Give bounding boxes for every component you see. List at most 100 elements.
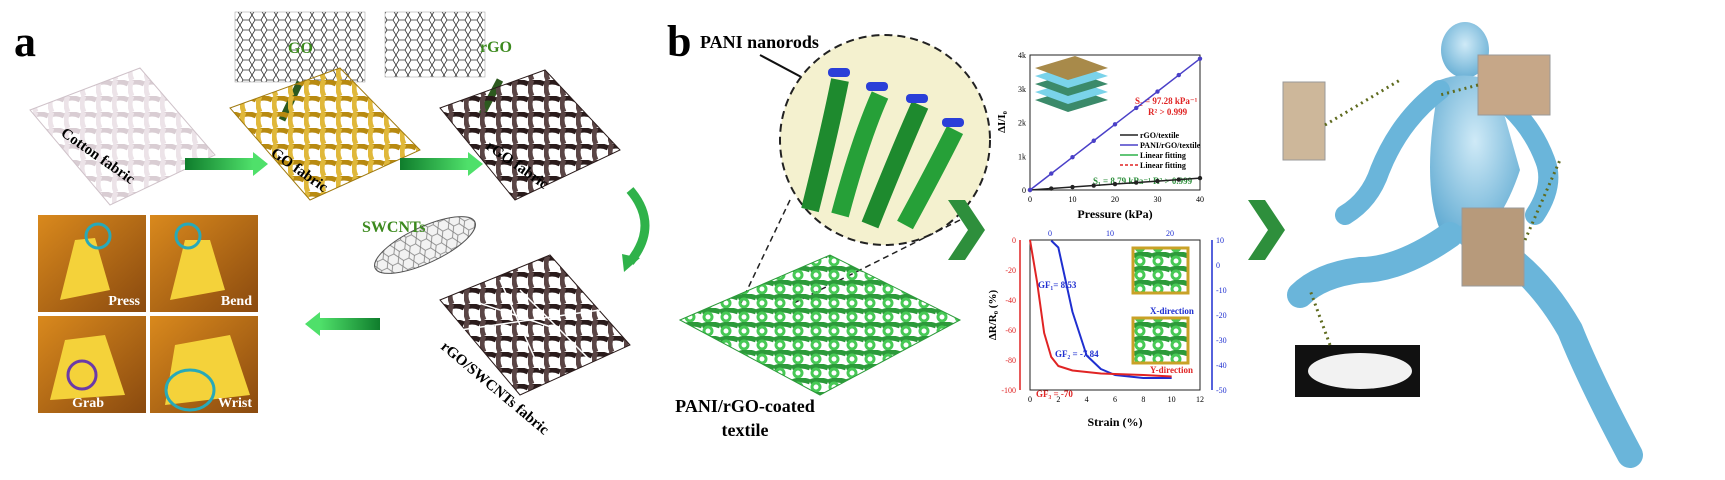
sensor-photo-insole [1295,345,1420,397]
pressure-data-point [1134,180,1139,185]
arrow-swcnt-to-photos-head [305,312,320,336]
nanorods-zoom-circle [779,34,991,246]
strain-chart-ylabel: ΔR/R₀ (%) [987,290,999,341]
photo-press: Press [38,215,146,312]
photo-grab-label: Grab [72,396,104,411]
swcnts-label: SWCNTs [362,219,425,236]
swcnt-tube-image [374,216,476,274]
pani-rgo-textile [678,254,962,396]
dotted-line-arm [1324,78,1401,127]
go-structure-image [234,11,366,83]
x-direction-label: X-direction [1150,306,1194,316]
pressure-data-point [1070,154,1075,160]
photo-bend-label: Bend [221,294,252,309]
pressure-data-point [1091,138,1096,143]
rgo-swcnt-fabric [439,254,631,396]
arrow-rgo-to-swcnt [626,187,650,265]
arrow-go-to-rgo [400,158,468,170]
go-fabric [229,67,421,201]
strain-right-ytick-label: -40 [1216,361,1227,370]
pressure-xtick-label: 0 [1028,195,1032,204]
legend-item-linear-fit-2: Linear fitting [1140,161,1186,170]
pressure-data-point [1112,181,1118,187]
pressure-data-point [1049,186,1054,191]
textile-label-line2: textile [722,420,769,440]
strain-ytick-label: 0 [1012,236,1016,245]
pressure-chart-xlabel: Pressure (kPa) [1077,207,1152,221]
pressure-xtick-label: 10 [1069,195,1077,204]
pressure-ytick-label: 1k [1018,152,1026,161]
legend-item-linear-fit-1: Linear fitting [1140,151,1186,160]
pressure-chart-legend: rGO/textile PANI/rGO/textile Linear fitt… [1120,131,1201,170]
y-direction-label: Y-direction [1150,365,1193,375]
strain-chart: Strain (%) ΔR/R₀ (%) GF₁= 8.53 GF₂ = -7.… [987,229,1227,429]
strain-xtick-label: 8 [1141,395,1145,404]
strain-top-xtick-label: 10 [1106,229,1114,238]
rgo-label: rGO [480,39,512,56]
pressure-data-point [1197,175,1203,181]
strain-series-line [1050,239,1172,379]
panel-a-letter: a [14,17,36,66]
layer-stack-image [1035,56,1108,112]
strain-ytick-label: -40 [1005,296,1016,305]
pressure-data-point [1176,72,1181,78]
dotted-line-knee [1523,159,1562,241]
strain-ytick-label: -100 [1001,386,1016,395]
panel-b-letter: b [667,17,691,66]
photo-wrist: Wrist [150,316,258,413]
pressure-ytick-label: 3k [1018,85,1026,94]
chevron-arrow-2 [1248,200,1285,260]
strain-ytick-label: -80 [1005,356,1016,365]
arrow-swcnt-to-photos [320,318,380,330]
pressure-xtick-label: 30 [1154,195,1162,204]
pressure-data-point [1134,105,1139,111]
sensor-photo-knee [1461,207,1525,287]
photo-grab: Grab [38,316,146,413]
pani-nanorods-label: PANI nanorods [700,32,819,52]
s2-annotation: S₂ = 97.28 kPa⁻¹ [1135,96,1198,106]
arrow-go-to-rgo-head [468,152,483,176]
photo-press-label: Press [108,294,140,309]
pressure-ytick-label: 0 [1022,186,1026,195]
strain-ytick-label: -60 [1005,326,1016,335]
gf2-annotation: GF₂ = -7.84 [1055,349,1099,359]
pressure-chart-ylabel: ΔI/I₀ [996,110,1008,133]
strain-xtick-label: 12 [1196,395,1204,404]
arrow-rgo-to-swcnt-head [622,254,640,272]
pressure-xtick-label: 20 [1111,195,1119,204]
s1-annotation: S₁ = 8.79 kPa⁻¹ R² > 0.999 [1093,176,1193,186]
strain-right-ytick-label: 0 [1216,261,1220,270]
strain-right-ytick-label: -50 [1216,386,1227,395]
textile-label-line1: PANI/rGO-coated [675,396,815,416]
dotted-line-neck [1439,83,1479,97]
pressure-chart: Pressure (kPa) ΔI/I₀ S₂ = 97.28 kPa⁻¹ R²… [996,51,1204,221]
pressure-data-point [1176,177,1181,182]
pressure-data-point [1027,187,1033,193]
strain-right-ytick-label: -30 [1216,336,1227,345]
strain-xtick-label: 4 [1085,395,1089,404]
y-direction-inset [1131,316,1190,365]
pressure-data-point [1197,56,1203,61]
rgo-fabric [439,69,621,201]
go-label: GO [288,40,313,57]
strain-right-ytick-label: -20 [1216,311,1227,320]
strain-top-xtick-label: 0 [1048,229,1052,238]
x-direction-inset [1131,246,1190,295]
photo-bend: Bend [150,215,258,312]
pressure-data-point [1155,89,1160,94]
arrow-cotton-to-go [185,158,253,170]
strain-xtick-label: 2 [1056,395,1060,404]
strain-series-line [1029,239,1172,378]
pressure-data-point [1112,122,1118,127]
strain-right-ytick-label: 10 [1216,236,1224,245]
pressure-xtick-label: 40 [1196,195,1204,204]
strain-right-ytick-label: -10 [1216,286,1227,295]
legend-item-rgo-textile: rGO/textile [1140,131,1180,140]
strain-xtick-label: 10 [1168,395,1176,404]
dotted-line-insole [1308,289,1332,346]
rgo-structure-image [384,11,486,78]
sensor-photo-neck [1477,54,1551,116]
strain-xtick-label: 0 [1028,395,1032,404]
glove-photos-grid: Press Bend Grab Wrist [38,215,258,413]
